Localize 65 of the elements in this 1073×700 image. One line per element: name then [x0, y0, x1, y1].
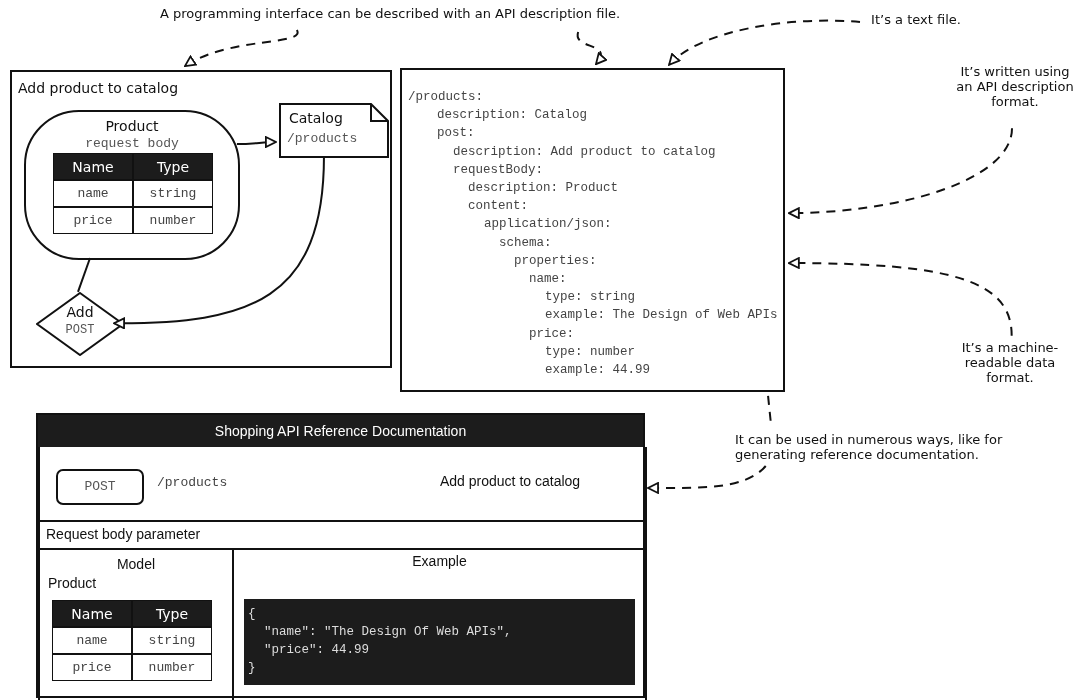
connector-line: [77, 257, 92, 293]
http-method: POST: [64, 323, 96, 337]
annotation-text: It can be used in numerous ways, like for generating reference documentation.: [735, 432, 1025, 462]
summary-text: Add product to catalog: [440, 473, 581, 489]
description-file-panel: [400, 68, 785, 392]
arrow: [235, 136, 277, 148]
code-line: price:: [529, 326, 574, 341]
method-tag: POST: [56, 469, 144, 505]
annotation-text: A programming interface can be described with an API description file.: [150, 6, 630, 21]
path-text: /products: [157, 475, 228, 490]
code-line: type: number: [545, 344, 635, 359]
code-line: }: [248, 661, 256, 675]
code-line: example: The Design of Web APIs: [545, 308, 778, 323]
code-line: example: 44.99: [545, 363, 651, 377]
section-title: Example: [411, 553, 468, 569]
table-cell: price: [52, 654, 132, 681]
code-line: "price": 44.99: [264, 643, 370, 657]
model-subtitle: request body: [84, 136, 180, 151]
arrow: [183, 29, 299, 68]
arrow: [787, 127, 1013, 219]
resource-path: /products: [287, 131, 358, 146]
code-line: {: [248, 607, 256, 621]
table-cell: string: [133, 180, 213, 207]
code-line: properties:: [514, 253, 597, 268]
code-line: "name": "The Design Of Web APIs",: [264, 625, 512, 639]
section-band: Request body parameter: [38, 522, 647, 550]
model-title: Product: [104, 118, 160, 134]
annotation-text: It’s a machine-readable data format.: [950, 340, 1070, 385]
section-title: Model: [115, 556, 157, 572]
arrow: [576, 30, 607, 66]
model-name: Product: [48, 575, 97, 591]
table-header-cell: Type: [133, 153, 213, 180]
table-cell: price: [53, 207, 133, 234]
arrow: [113, 155, 325, 330]
table-cell: number: [133, 207, 213, 234]
code-line: name:: [529, 272, 567, 286]
code-line: description: Add product to catalog: [453, 144, 716, 159]
table-header-cell: Name: [53, 153, 133, 180]
table-header-cell: Type: [132, 600, 212, 627]
table-cell: number: [132, 654, 212, 681]
documentation-panel: [36, 413, 645, 698]
operation-row: [38, 447, 647, 522]
table-cell: string: [132, 627, 212, 654]
code-line: requestBody:: [453, 162, 543, 177]
code-line: content:: [468, 199, 528, 214]
table-header-cell: Name: [52, 600, 132, 627]
code-line: description: Product: [468, 181, 619, 195]
code-line: application/json:: [484, 217, 612, 232]
operation-name: Add: [65, 304, 95, 320]
arrow: [647, 465, 767, 494]
code-line: type: string: [545, 290, 635, 305]
table-cell: name: [53, 180, 133, 207]
arrow: [787, 257, 1013, 337]
code-line: description: Catalog: [437, 108, 588, 123]
panel-title: Add product to catalog: [18, 80, 179, 96]
annotation-text: It’s written using an API description format.: [950, 64, 1073, 109]
resource-name: Catalog: [289, 110, 343, 126]
annotation-text: It’s a text file.: [866, 12, 966, 27]
table-cell: name: [52, 627, 132, 654]
panel-header: Shopping API Reference Documentation: [38, 415, 643, 447]
code-block: [244, 599, 635, 685]
arrow: [668, 19, 861, 66]
code-line: schema:: [499, 235, 552, 250]
code-line: /products:: [408, 90, 483, 104]
code-line: post:: [437, 126, 475, 141]
